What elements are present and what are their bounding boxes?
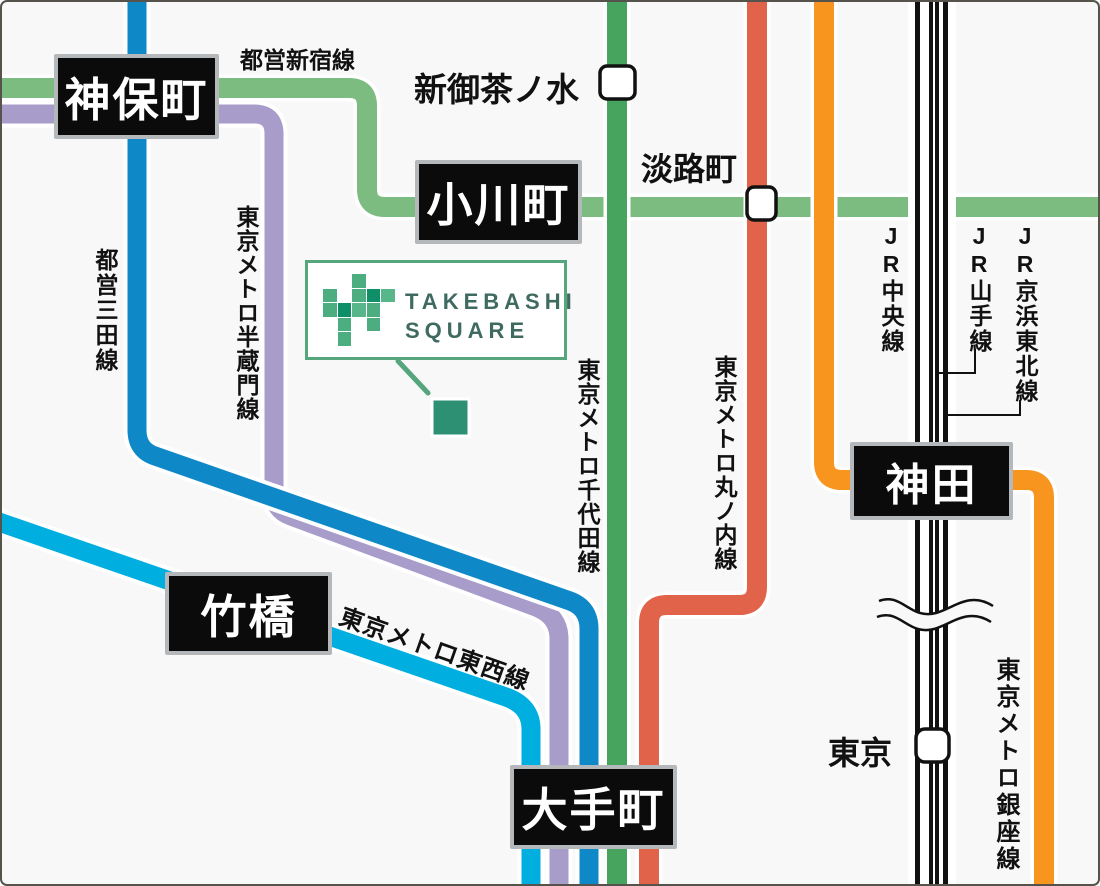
jr-chuo-line-label: JR中央線: [878, 223, 904, 354]
mita-line-label: 都営三田線: [92, 248, 118, 373]
brand-title-line1: TAKEBASHI: [405, 289, 577, 314]
tokyo-marker: [914, 727, 951, 764]
brand-pixel-cell: [323, 303, 337, 317]
station-tokyo-label: 東京: [828, 735, 893, 771]
brand-pixel-cell: [366, 288, 380, 302]
brand-pixel-logo: [323, 274, 398, 352]
marunouchi-line-label: 東京メトロ丸ノ内線: [711, 355, 737, 571]
station-ogawamachi: 小川町: [415, 160, 582, 244]
brand-pixel-cell: [381, 288, 395, 302]
station-ogawamachi-label: 小川町: [426, 179, 571, 231]
shinjuku-line-label: 都営新宿線: [240, 47, 355, 73]
brand-pixel-cell: [352, 274, 366, 288]
jr-break-wave-top: [878, 598, 994, 616]
jr-keihin-tohoku-leader: [947, 400, 1021, 416]
station-otemachi: 大手町: [510, 765, 677, 849]
brand-title-line2: SQUARE: [405, 318, 530, 343]
station-shin-ochanomizu-label: 新御茶ノ水: [414, 71, 579, 108]
station-takebashi: 竹橋: [165, 572, 332, 655]
brand-pixel-cell: [366, 317, 380, 331]
jr-yamanote-leader: [938, 349, 976, 374]
hanzomon-line-label: 東京メトロ半蔵門線: [233, 205, 259, 421]
station-awajicho-label: 淡路町: [641, 151, 738, 187]
jr-yamanote-line-label: JR山手線: [966, 223, 992, 354]
jr-keihin-tohoku-line-label: JR京浜東北線: [1012, 223, 1038, 404]
station-takebashi-label: 竹橋: [200, 590, 297, 643]
brand-pixel-cell: [337, 303, 351, 317]
station-jimbocho: 神保町: [54, 54, 219, 139]
station-kanda: 神田: [850, 442, 1013, 520]
shin-ochanomizu-marker: [598, 64, 637, 101]
station-jimbocho-label: 神保町: [64, 73, 209, 126]
brand-pixel-cell: [366, 303, 380, 317]
ginza-line-label: 東京メトロ銀座線: [992, 657, 1019, 873]
brand-pixel-cell: [337, 317, 351, 331]
brand-pixel-cell: [352, 288, 366, 302]
brand-pixel-cell: [337, 332, 351, 346]
brand-title: TAKEBASHI SQUARE: [405, 287, 577, 345]
brand-pointer-line: [395, 358, 431, 396]
brand-box: TAKEBASHI SQUARE: [305, 260, 572, 360]
station-kanda-label: 神田: [885, 461, 978, 510]
awajicho-marker: [745, 185, 778, 222]
station-otemachi-label: 大手町: [521, 784, 666, 836]
brand-pixel-cell: [352, 303, 366, 317]
chiyoda-line-label: 東京メトロ千代田線: [574, 358, 600, 574]
jr-break-wave-bottom: [876, 614, 992, 632]
brand-location-marker: [430, 397, 471, 438]
brand-pixel-cell: [323, 288, 337, 302]
